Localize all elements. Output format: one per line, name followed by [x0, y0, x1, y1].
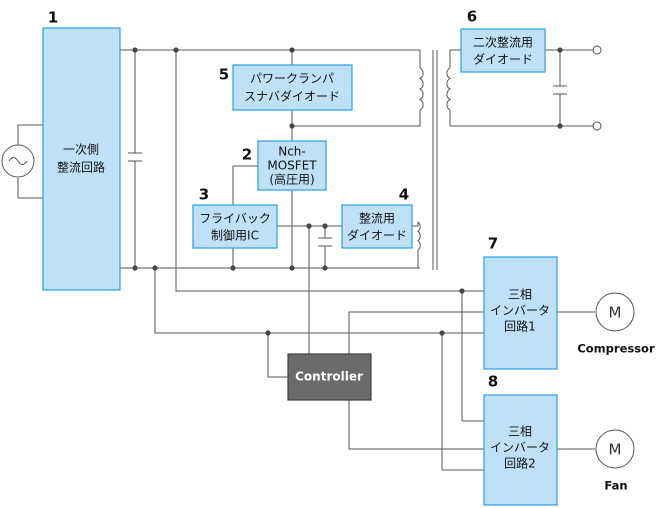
svg-text:三相: 三相 [508, 288, 532, 302]
block-number: 4 [399, 186, 409, 204]
motor-caption-fan: Fan [604, 479, 627, 493]
svg-text:Nch-: Nch- [278, 145, 306, 159]
svg-text:(高圧用): (高圧用) [269, 172, 314, 187]
svg-text:インバータ: インバータ [490, 441, 550, 455]
svg-text:M: M [609, 304, 622, 322]
svg-text:パワークランパ: パワークランパ [250, 72, 334, 86]
block-rectifier-diode: 4 整流用 ダイオード [341, 186, 413, 249]
svg-text:整流回路: 整流回路 [57, 160, 105, 175]
svg-text:ダイオード: ダイオード [473, 52, 533, 67]
ac-source-icon [1, 144, 35, 178]
svg-text:三相: 三相 [508, 425, 532, 439]
svg-text:スナバダイオード: スナバダイオード [244, 89, 340, 104]
wires [17, 49, 595, 471]
svg-text:回路1: 回路1 [504, 319, 536, 334]
block-number: 6 [467, 8, 477, 26]
svg-text:整流用: 整流用 [359, 211, 395, 226]
svg-text:MOSFET: MOSFET [267, 159, 317, 173]
svg-text:ダイオード: ダイオード [347, 228, 407, 243]
motor-fan-icon: M [595, 429, 635, 469]
svg-text:一次側: 一次側 [63, 143, 99, 157]
junction-dots [132, 47, 563, 336]
motor-compressor-icon: M [595, 292, 635, 332]
block-clamp-snubber-diode: 5 パワークランパ スナバダイオード [219, 64, 353, 111]
block-secondary-rectifier-diode: 6 二次整流用 ダイオード [460, 8, 546, 73]
block-number: 1 [48, 9, 58, 27]
block-nch-mosfet: 2 Nch- MOSFET (高圧用) [242, 140, 327, 191]
block-number: 3 [199, 186, 209, 204]
output-terminals [592, 45, 602, 131]
block-three-phase-inverter-2: 8 三相 インバータ 回路2 [483, 373, 558, 506]
block-three-phase-inverter-1: 7 三相 インバータ 回路1 [483, 235, 558, 370]
block-flyback-controller-ic: 3 フライバック 制御用IC [192, 186, 278, 249]
svg-text:M: M [609, 441, 622, 459]
svg-text:インバータ: インバータ [490, 304, 550, 318]
svg-text:制御用IC: 制御用IC [211, 228, 259, 243]
motor-caption-compressor: Compressor [577, 342, 655, 356]
block-number: 8 [488, 373, 498, 391]
controller-block: Controller [287, 353, 372, 401]
svg-text:フライバック: フライバック [199, 212, 271, 226]
svg-text:Controller: Controller [295, 370, 363, 384]
block-number: 7 [488, 235, 498, 253]
svg-text:二次整流用: 二次整流用 [473, 35, 533, 50]
block-number: 2 [242, 146, 252, 164]
block-primary-rectifier: 1 一次側 整流回路 [42, 9, 121, 291]
svg-text:回路2: 回路2 [504, 456, 536, 471]
block-number: 5 [219, 66, 229, 84]
